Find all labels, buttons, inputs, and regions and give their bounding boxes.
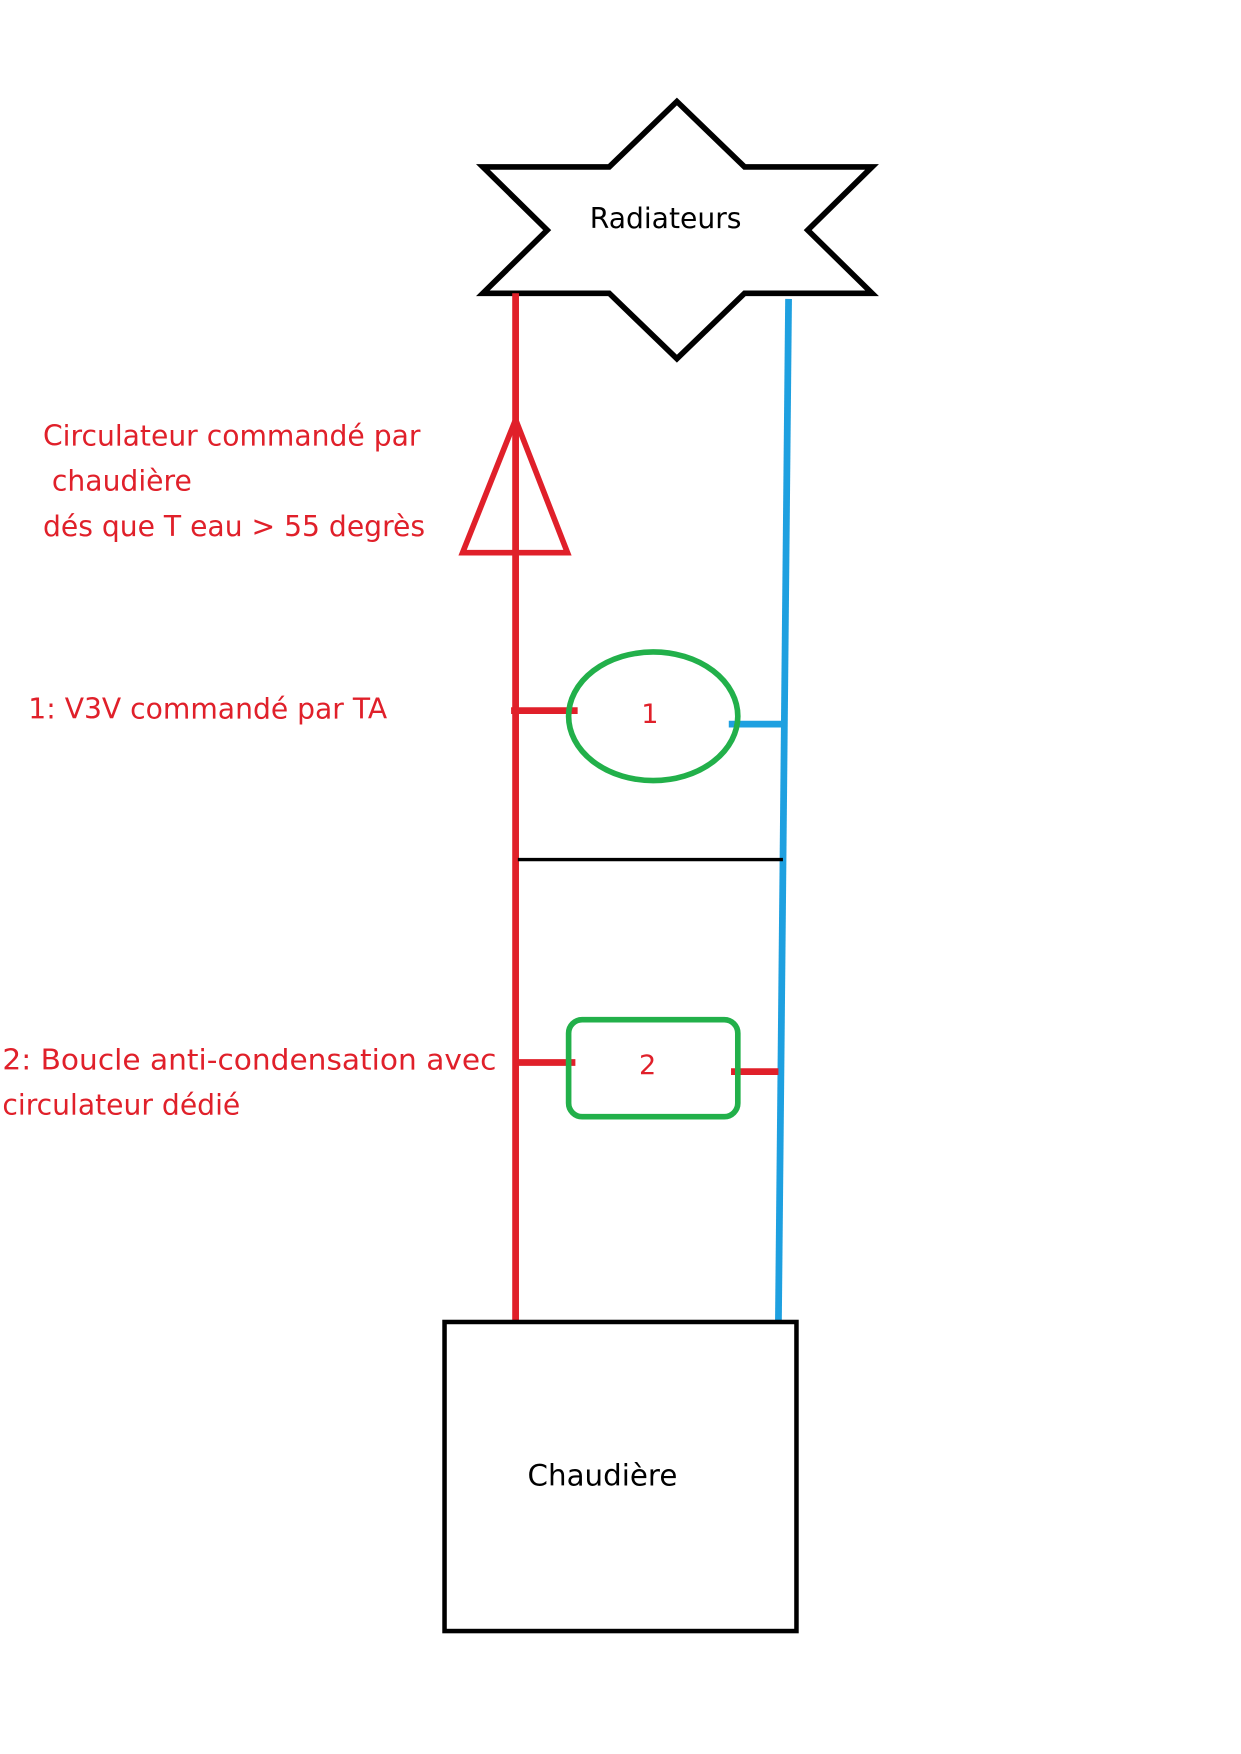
loop-2-label: 2 [639,1050,656,1081]
circulator-note-line-1: Circulateur commandé par [43,420,421,453]
return-pipe [775,298,792,1323]
valve-1-label: 1 [641,699,658,730]
radiators-star-shape [475,97,879,363]
circulator-note-line-3: dés que T eau > 55 degrès [43,510,425,543]
loop-note-line-2: circulateur dédié [2,1088,240,1121]
loop-note-line-1: 2: Boucle anti-condensation avec [2,1043,496,1076]
radiators-label: Radiateurs [590,202,742,235]
v3v-note: 1: V3V commandé par TA [28,693,388,726]
boiler-label: Chaudière [528,1459,678,1493]
valve-1-shape [565,649,741,784]
boiler-box [442,1319,799,1634]
circulator-pump-icon [458,411,572,556]
circulator-note-line-2: chaudière [43,465,192,498]
loop-2-shape [565,1016,741,1120]
